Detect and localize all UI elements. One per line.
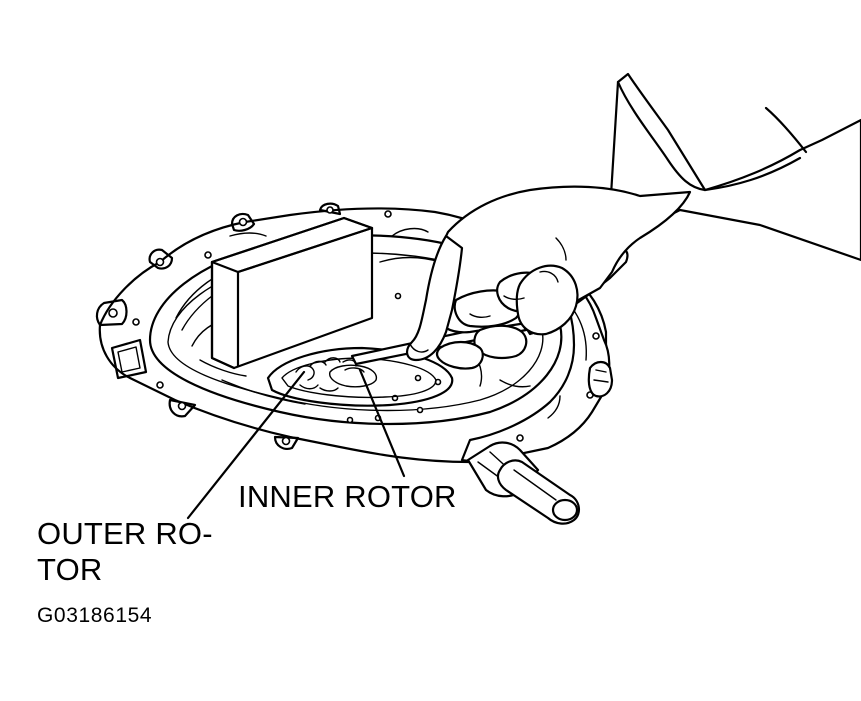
inner-rotor-label: INNER ROTOR: [238, 479, 457, 514]
leader-lines: [186, 368, 406, 520]
leader-inner-rotor: [358, 368, 406, 478]
rotor-pocket: [266, 346, 454, 407]
leader-outer-rotor: [186, 370, 306, 520]
figure-code: G03186154: [37, 604, 153, 627]
straight-edge-block: [210, 216, 374, 370]
inner-rotor: [329, 364, 378, 388]
outer-rotor-label: OUTER RO- TOR: [37, 516, 213, 587]
hand: [406, 72, 861, 370]
pump-side-body: [460, 273, 614, 525]
